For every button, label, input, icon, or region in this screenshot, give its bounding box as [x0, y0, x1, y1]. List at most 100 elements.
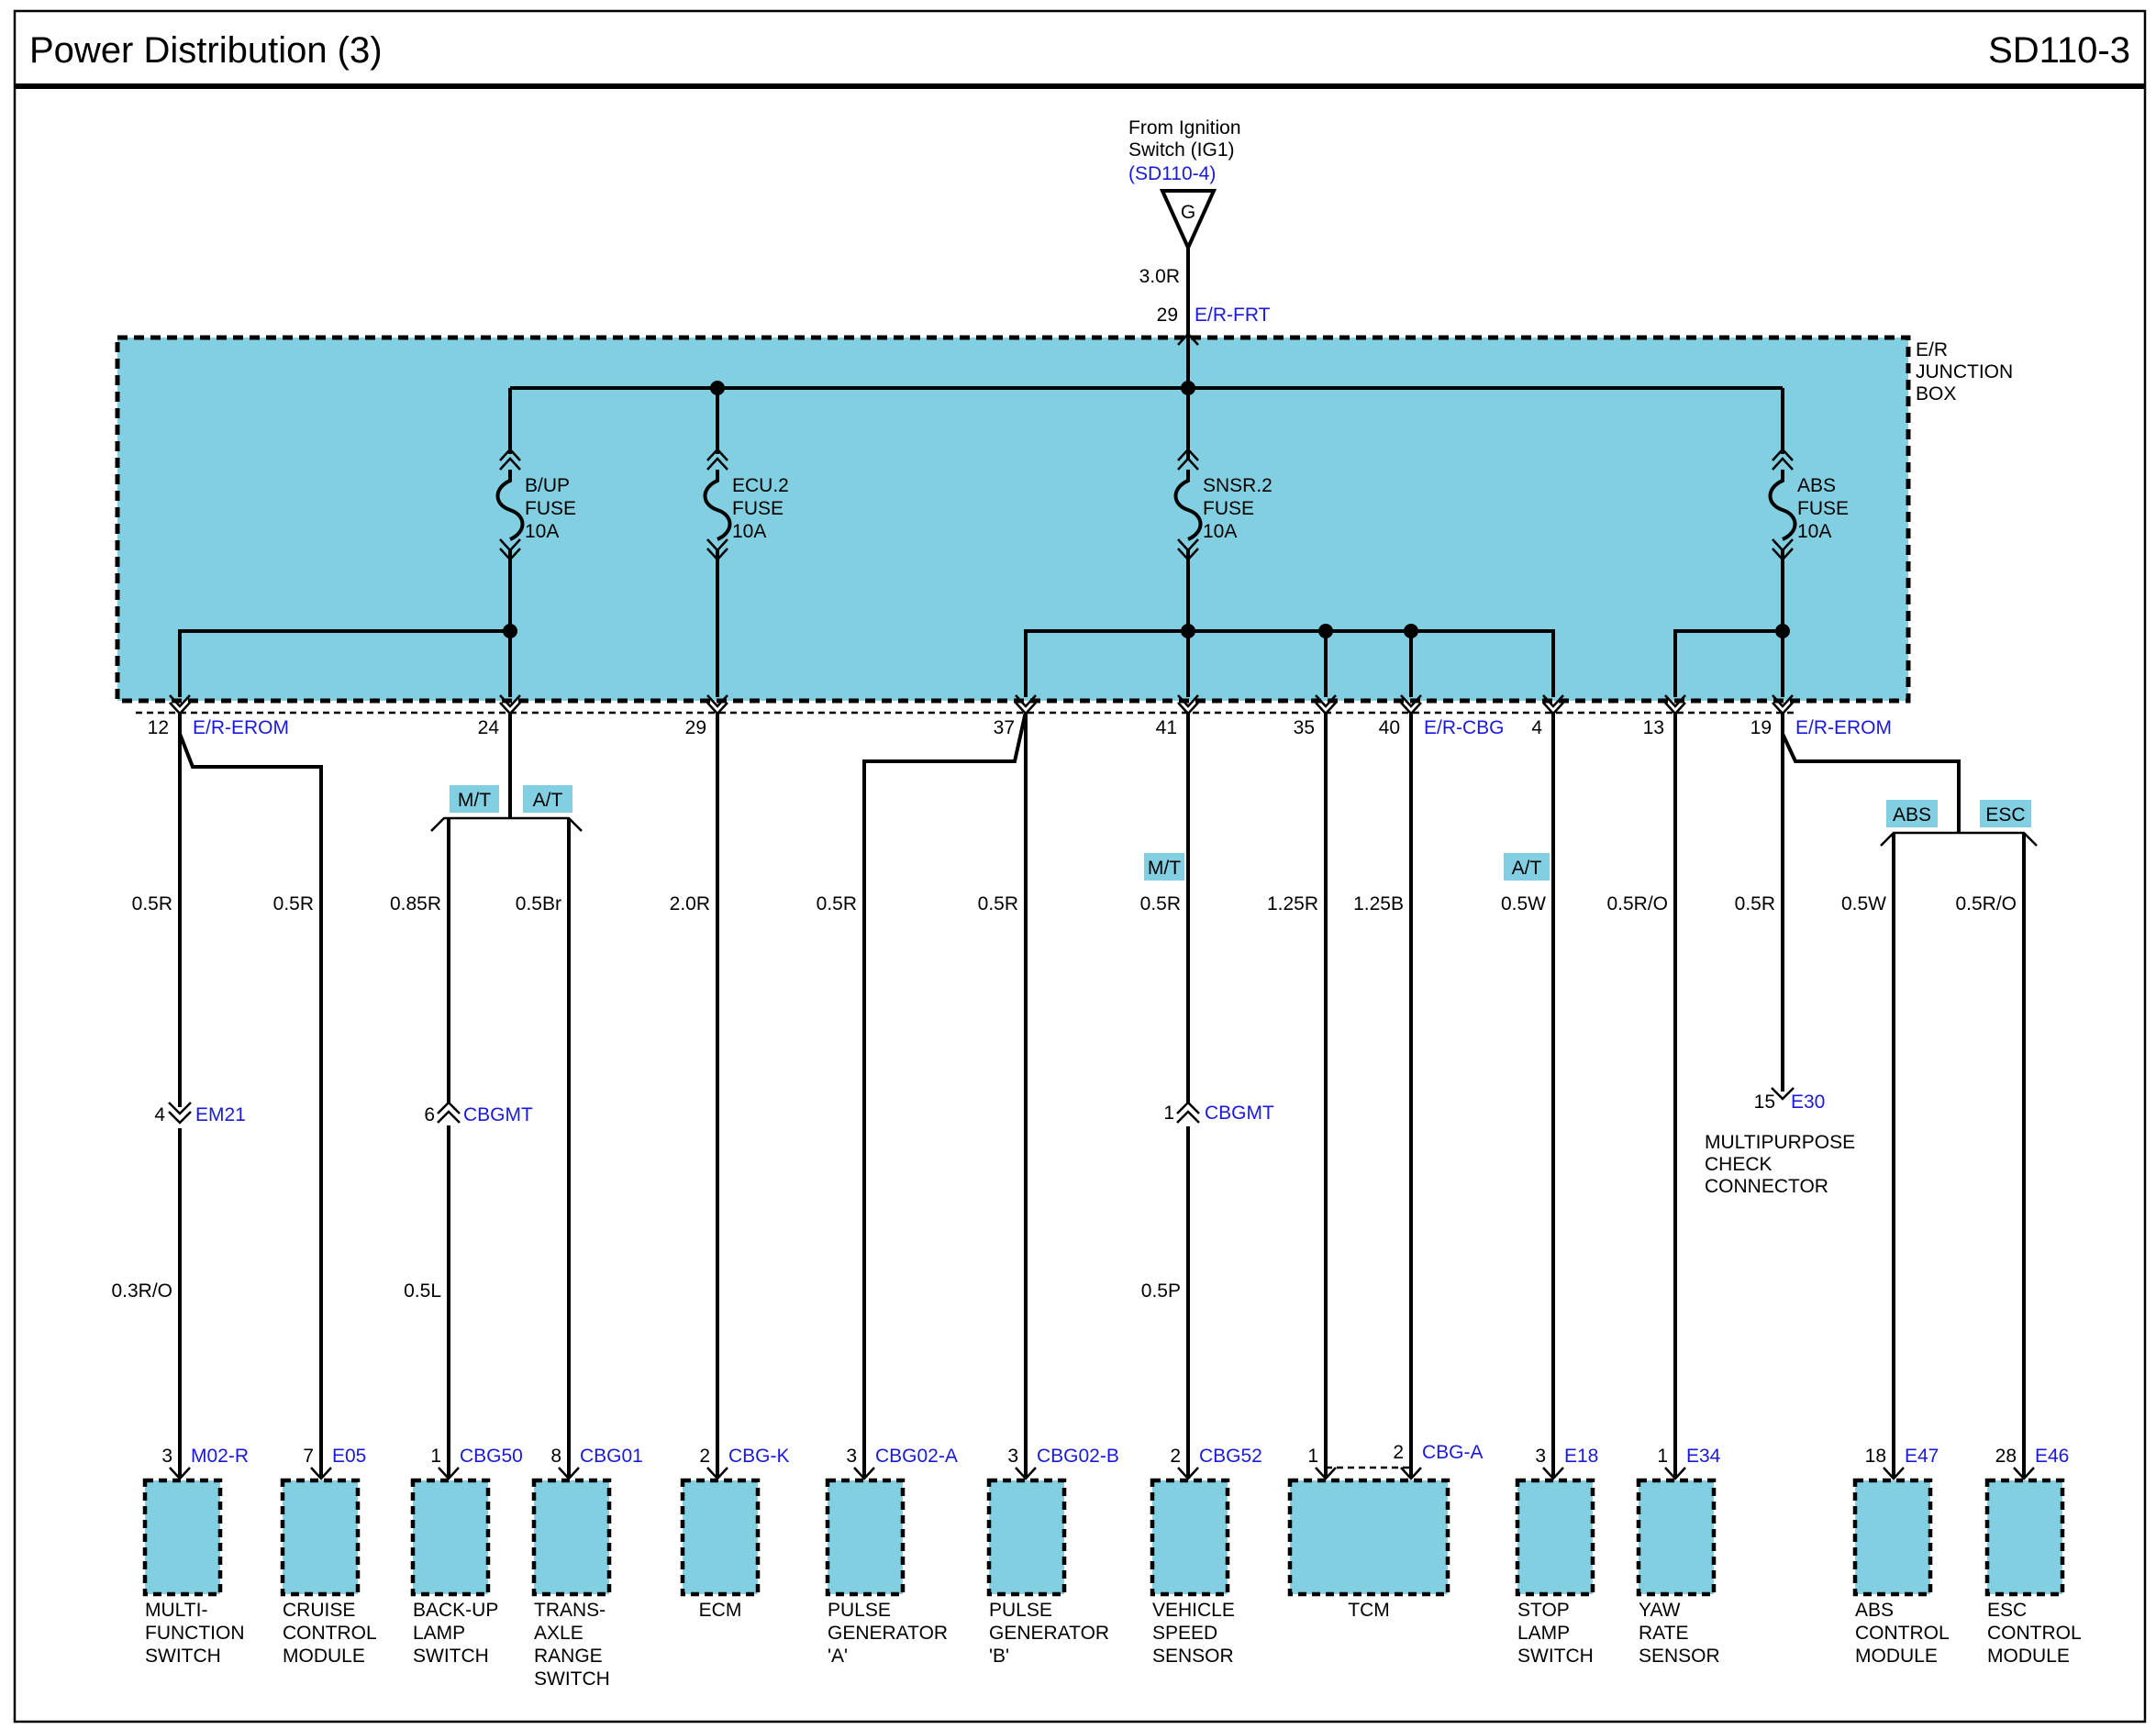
fuse-rating: 10A	[525, 521, 559, 542]
tag-mt: M/T	[458, 790, 491, 811]
component-pin-icon	[1664, 1467, 1686, 1480]
splice-dot	[1181, 381, 1195, 395]
component-connector: CBG02-A	[875, 1446, 958, 1467]
component-box	[531, 1478, 612, 1597]
component-box	[280, 1478, 361, 1597]
wire-label: 0.5R	[132, 893, 172, 914]
component-box	[1636, 1478, 1717, 1597]
source-line-2: Switch (IG1)	[1128, 139, 1235, 161]
wire-label: 0.5R	[1735, 893, 1775, 914]
box-pin-number: 29	[685, 717, 706, 738]
component-pin-icon	[169, 1467, 191, 1480]
fuse-top-connector-icon	[1177, 448, 1199, 471]
tag-bg	[523, 785, 572, 813]
component-box	[1287, 1478, 1450, 1597]
fuse-bottom-connector-icon	[1177, 538, 1199, 561]
component-pin-icon	[853, 1467, 875, 1480]
component-connector: CBG02-B	[1037, 1446, 1119, 1467]
component-pin-icon	[1315, 1467, 1337, 1480]
wire-label: 1.25B	[1353, 893, 1404, 914]
wire-label: 1.25R	[1267, 893, 1318, 914]
component-box	[986, 1478, 1067, 1597]
inline-pin: 1	[1163, 1103, 1174, 1124]
component-label: CONTROL	[1987, 1623, 2082, 1644]
component-box	[1852, 1478, 1933, 1597]
tag-at: A/T	[1512, 858, 1542, 879]
wire-label: 0.3R/O	[111, 1280, 172, 1302]
component-box	[825, 1478, 906, 1597]
splice-dot	[710, 381, 725, 395]
fuse-type: FUSE	[525, 498, 576, 519]
source-ref-link[interactable]: (SD110-4)	[1128, 163, 1216, 184]
tag-abs: ABS	[1893, 804, 1931, 826]
splice-dot	[1775, 624, 1790, 638]
component-connector: E46	[2035, 1446, 2069, 1467]
fuse-icon	[1768, 470, 1797, 541]
component-label: SPEED	[1152, 1623, 1217, 1644]
splice-dot	[1181, 624, 1195, 638]
option-tags: M/T A/T M/T A/T ABS ESC	[450, 785, 2031, 881]
box-pin: 24	[478, 694, 521, 738]
component-label: AXLE	[534, 1623, 583, 1644]
ignition-source: From Ignition Switch (IG1) (SD110-4) G 3…	[1128, 117, 1271, 339]
inline-connector-cbgmt: CBGMT	[1205, 1103, 1274, 1124]
component-pin: 2	[699, 1446, 710, 1467]
tag-bg	[450, 785, 499, 813]
wire-label: 0.5R/O	[1606, 893, 1668, 914]
fuse-icon	[1173, 470, 1203, 541]
component-label: SWITCH	[534, 1668, 610, 1690]
option-split-19	[1880, 831, 2038, 847]
fuse-bottom-connector-icon	[1772, 538, 1794, 561]
component-label: BACK-UP	[413, 1600, 498, 1621]
bup-branch	[178, 629, 510, 697]
wire-label: 0.5W	[1841, 893, 1886, 914]
component-pin-icon	[1177, 1467, 1199, 1480]
junction-box-label-2: JUNCTION	[1916, 361, 2013, 382]
inline-connector-cbgmt: CBGMT	[463, 1104, 533, 1125]
inline-pin: 6	[424, 1104, 435, 1125]
splice-dot	[503, 624, 517, 638]
box-pin-number: 12	[148, 717, 169, 738]
inline-connector-icon	[1176, 1101, 1200, 1124]
component-pin-icon	[310, 1467, 332, 1480]
fuse-bottom-connector-icon	[706, 538, 728, 561]
component-label: YAW	[1639, 1600, 1681, 1621]
tag-esc: ESC	[1985, 804, 2025, 826]
component-pin: 3	[1007, 1446, 1018, 1467]
multipurpose-label-2: CHECK	[1705, 1154, 1773, 1175]
fuse-type: FUSE	[1797, 498, 1849, 519]
component-label: FUNCTION	[145, 1623, 245, 1644]
splice-dot	[1404, 624, 1418, 638]
component-label: ESC	[1987, 1600, 2027, 1621]
box-pin-number: 41	[1156, 717, 1177, 738]
fuse-rating: 10A	[732, 521, 766, 542]
junction-box-label: E/R JUNCTION BOX	[1916, 339, 2013, 405]
box-pin-number: 37	[994, 717, 1015, 738]
component-pin: 1	[1657, 1446, 1668, 1467]
tag-bg	[1144, 853, 1184, 881]
fuse-group: B/UPFUSE10AECU.2FUSE10ASNSR.2FUSE10AABSF…	[495, 448, 1849, 561]
component-label: TCM	[1348, 1600, 1390, 1621]
wire-19-branch	[1781, 733, 1961, 826]
tag-bg	[1886, 800, 1938, 827]
component-pin: 28	[1995, 1446, 2017, 1467]
component-label: RANGE	[534, 1646, 603, 1667]
inline-connector-icon	[437, 1101, 461, 1124]
wire-label: 0.5Br	[516, 893, 561, 914]
inline-pin: 15	[1754, 1092, 1775, 1113]
tag-at: A/T	[533, 790, 563, 811]
wire-label: 0.5R	[817, 893, 857, 914]
component-pin: 7	[303, 1446, 314, 1467]
